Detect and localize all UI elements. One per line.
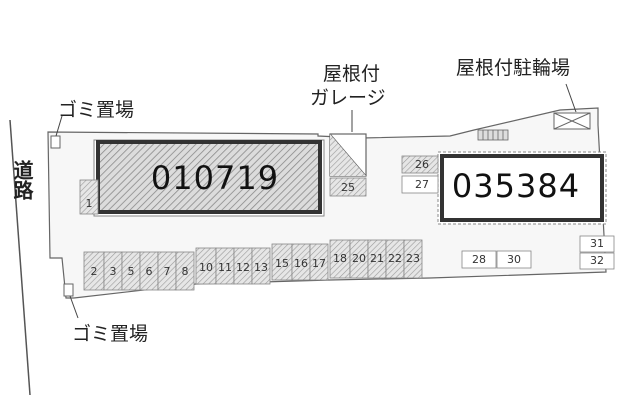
building-left-label: 010719 bbox=[151, 159, 279, 197]
space-28-label: 28 bbox=[472, 253, 486, 266]
roofed-garage-shade bbox=[330, 134, 366, 176]
parking-space-27 bbox=[401, 175, 439, 194]
parking-space-32 bbox=[579, 252, 615, 270]
utility-box-slats bbox=[482, 130, 504, 140]
space-3-label: 3 bbox=[110, 265, 117, 278]
space-7-label: 7 bbox=[164, 265, 171, 278]
space-16-label: 16 bbox=[294, 257, 308, 270]
space-1-label: 1 bbox=[86, 197, 93, 210]
parking-space-31 bbox=[579, 235, 615, 253]
bike-parking-leader bbox=[565, 83, 577, 113]
space-10-label: 10 bbox=[199, 261, 213, 274]
roofed-garage-label-line2: ガレージ bbox=[310, 87, 386, 109]
space-13-label: 13 bbox=[254, 261, 268, 274]
space-5-label: 5 bbox=[128, 265, 135, 278]
parking-space-13 bbox=[251, 247, 271, 285]
space-18-label: 18 bbox=[333, 252, 347, 265]
space-2-label: 2 bbox=[91, 265, 98, 278]
space-22-label: 22 bbox=[388, 252, 402, 265]
road-edge-line bbox=[9, 119, 31, 396]
space-15-label: 15 bbox=[275, 257, 289, 270]
space-32-label: 32 bbox=[590, 254, 604, 267]
parking-space-26 bbox=[401, 155, 439, 174]
space-17-label: 17 bbox=[312, 257, 326, 270]
parking-space-8 bbox=[175, 251, 195, 291]
space-27-label: 27 bbox=[415, 178, 429, 191]
parking-space-28 bbox=[461, 250, 497, 269]
building-right bbox=[440, 154, 604, 222]
space-26-label: 26 bbox=[415, 158, 429, 171]
roofed-garage-label-line1: 屋根付 bbox=[323, 63, 380, 85]
garbage-bottom-leader bbox=[69, 295, 79, 319]
garbage-label-bottom: ゴミ置場 bbox=[72, 323, 148, 345]
space-11-label: 11 bbox=[218, 261, 232, 274]
building-left bbox=[96, 140, 322, 214]
bike-parking-x2 bbox=[553, 112, 591, 130]
space-30-label: 30 bbox=[507, 253, 521, 266]
roofed-bike-parking-label: 屋根付駐輪場 bbox=[456, 57, 570, 79]
parking-space-17 bbox=[309, 243, 329, 281]
parking-space-1 bbox=[79, 179, 99, 215]
garbage-area-top bbox=[50, 135, 61, 149]
parking-space-23 bbox=[403, 239, 423, 279]
space-25-label: 25 bbox=[341, 181, 355, 194]
space-23-label: 23 bbox=[406, 252, 420, 265]
parking-row-bottom: 2 3 5 6 7 8 10 11 12 13 15 16 17 18 20 2… bbox=[83, 239, 423, 291]
space-21-label: 21 bbox=[370, 252, 384, 265]
space-8-label: 8 bbox=[182, 265, 189, 278]
space-6-label: 6 bbox=[146, 265, 153, 278]
parking-space-30 bbox=[496, 250, 532, 269]
space-31-label: 31 bbox=[590, 237, 604, 250]
space-12-label: 12 bbox=[236, 261, 250, 274]
space-20-label: 20 bbox=[352, 252, 366, 265]
road-label: 道路 bbox=[10, 159, 34, 201]
garbage-area-bottom bbox=[63, 283, 74, 297]
building-right-label: 035384 bbox=[452, 167, 580, 205]
garbage-label-top: ゴミ置場 bbox=[58, 99, 134, 121]
parking-space-25 bbox=[329, 177, 367, 197]
garbage-top-leader bbox=[55, 115, 63, 137]
